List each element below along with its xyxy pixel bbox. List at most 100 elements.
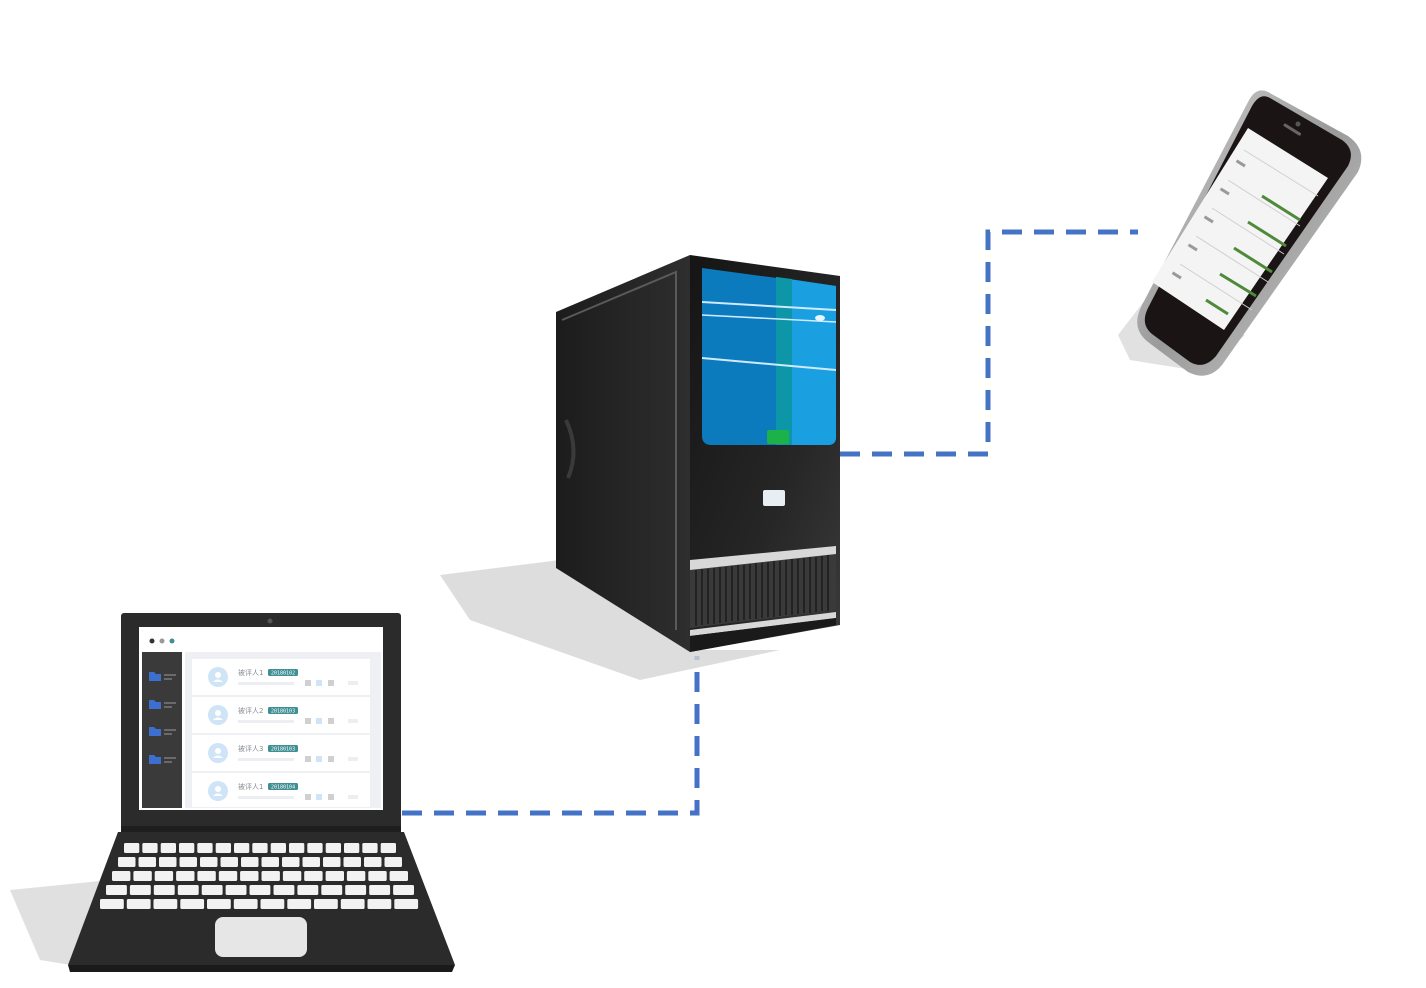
keyboard-key bbox=[225, 885, 247, 895]
keyboard-key bbox=[233, 899, 258, 909]
reviewee-name: 被评人2 bbox=[238, 706, 263, 715]
reviewee-name: 被评人3 bbox=[238, 744, 263, 753]
keyboard-key bbox=[261, 871, 280, 881]
tower-usb-port bbox=[763, 490, 785, 506]
keyboard-key bbox=[282, 857, 300, 867]
desktop-tower-icon bbox=[440, 255, 840, 680]
keyboard-key bbox=[153, 885, 175, 895]
connector-tower-to-phone bbox=[840, 229, 1138, 457]
keyboard-key bbox=[364, 857, 382, 867]
keyboard-key bbox=[201, 885, 223, 895]
keyboard-key bbox=[138, 857, 156, 867]
keyboard-key bbox=[273, 885, 295, 895]
keyboard-key bbox=[302, 857, 320, 867]
reviewee-name: 被评人1 bbox=[238, 668, 263, 677]
keyboard-key bbox=[180, 899, 205, 909]
keyboard-key bbox=[368, 871, 387, 881]
keyboard-key bbox=[289, 843, 305, 853]
keyboard-key bbox=[220, 857, 238, 867]
keyboard-key bbox=[112, 871, 131, 881]
keyboard-key bbox=[129, 885, 151, 895]
code-badge bbox=[268, 783, 298, 790]
keyboard-key bbox=[394, 899, 419, 909]
reviewee-code: 20180103 bbox=[271, 709, 295, 715]
code-badge bbox=[268, 669, 298, 676]
keyboard-key bbox=[314, 899, 338, 909]
keyboard-key bbox=[241, 857, 259, 867]
reviewee-code: 20180103 bbox=[271, 747, 295, 753]
keyboard-key bbox=[261, 857, 279, 867]
keyboard-key bbox=[325, 871, 344, 881]
code-badge bbox=[268, 707, 298, 714]
keyboard-key bbox=[307, 843, 323, 853]
keyboard-key bbox=[340, 899, 365, 909]
keyboard-key bbox=[118, 857, 136, 867]
keyboard-key bbox=[176, 871, 195, 881]
tower-side-panel bbox=[556, 255, 690, 652]
keyboard-key bbox=[197, 871, 216, 881]
keyboard-key bbox=[362, 843, 378, 853]
keyboard-key bbox=[344, 843, 360, 853]
keyboard-key bbox=[393, 885, 414, 895]
keyboard-key bbox=[323, 857, 341, 867]
reviewee-name: 被评人1 bbox=[238, 782, 263, 791]
smartphone-icon bbox=[1118, 90, 1362, 376]
keyboard-key bbox=[252, 843, 268, 853]
keyboard-key bbox=[240, 871, 259, 881]
keyboard-key bbox=[270, 843, 286, 853]
keyboard-key bbox=[260, 899, 285, 909]
keyboard-key bbox=[287, 899, 312, 909]
keyboard-key bbox=[200, 857, 218, 867]
keyboard-key bbox=[106, 885, 127, 895]
keyboard-key bbox=[154, 871, 174, 881]
keyboard-key bbox=[153, 899, 178, 909]
keyboard-key bbox=[384, 857, 402, 867]
keyboard-key bbox=[177, 885, 199, 895]
reviewee-code: 20180102 bbox=[271, 671, 295, 677]
list-item[interactable]: 被评人3 20180103 bbox=[192, 735, 370, 771]
folder-icon bbox=[149, 672, 161, 764]
tower-vent-grill bbox=[695, 555, 829, 626]
keyboard-key bbox=[142, 843, 158, 853]
reviewee-code: 20180104 bbox=[271, 785, 295, 791]
keyboard-key bbox=[133, 871, 152, 881]
keyboard-key bbox=[389, 871, 408, 881]
keyboard-key bbox=[345, 885, 367, 895]
phone-progress-bars bbox=[1205, 194, 1301, 316]
keyboard-key bbox=[367, 899, 392, 909]
keyboard-key bbox=[380, 843, 396, 853]
keyboard-key bbox=[282, 871, 302, 881]
code-badge bbox=[268, 745, 298, 752]
keyboard-key bbox=[207, 899, 231, 909]
tower-power-led bbox=[767, 430, 789, 444]
keyboard-key bbox=[218, 871, 238, 881]
keyboard-key bbox=[100, 899, 124, 909]
keyboard-key bbox=[321, 885, 343, 895]
laptop-touchpad bbox=[215, 917, 307, 957]
keyboard-key bbox=[179, 843, 195, 853]
keyboard-key bbox=[215, 843, 231, 853]
laptop-keyboard bbox=[100, 843, 419, 909]
phone-app-list bbox=[1179, 149, 1319, 311]
keyboard-key bbox=[197, 843, 213, 853]
keyboard-key bbox=[249, 885, 271, 895]
connector-laptop-to-tower bbox=[402, 656, 700, 816]
keyboard-key bbox=[369, 885, 391, 895]
keyboard-key bbox=[346, 871, 366, 881]
keyboard-key bbox=[234, 843, 250, 853]
keyboard-key bbox=[126, 899, 151, 909]
keyboard-key bbox=[325, 843, 341, 853]
keyboard-key bbox=[297, 885, 319, 895]
keyboard-key bbox=[304, 871, 323, 881]
keyboard-key bbox=[179, 857, 197, 867]
list-item[interactable]: 被评人1 20180104 bbox=[192, 773, 370, 807]
list-item[interactable]: 被评人1 20180102 bbox=[192, 659, 370, 695]
keyboard-key bbox=[343, 857, 361, 867]
keyboard-key bbox=[159, 857, 177, 867]
list-item[interactable]: 被评人2 20180103 bbox=[192, 697, 370, 733]
phone-screen bbox=[1152, 128, 1328, 330]
laptop-icon: 被评人1 20180102 被评人2 20180103 被评人3 2018010… bbox=[10, 613, 455, 972]
keyboard-key bbox=[124, 843, 140, 853]
